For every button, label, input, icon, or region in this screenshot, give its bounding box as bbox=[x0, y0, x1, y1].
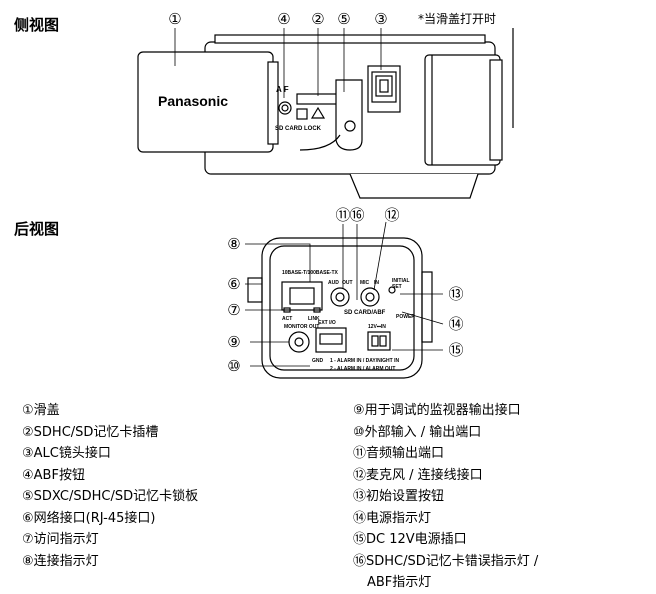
callout-11: ⑪ bbox=[335, 207, 350, 224]
out-label: OUT bbox=[342, 280, 353, 286]
gnd-label: GND bbox=[312, 358, 324, 364]
callout-15: ⑮ bbox=[448, 342, 463, 359]
sd-lock-label: SD CARD LOCK bbox=[275, 126, 322, 132]
initial-label: INITIAL bbox=[392, 278, 410, 284]
legend-item: ⑧连接指示灯 bbox=[22, 553, 99, 569]
callout-14: ⑭ bbox=[448, 316, 463, 333]
set-label: SET bbox=[392, 284, 402, 290]
alarm-label: 1 - ALARM IN / DAY/NIGHT IN bbox=[330, 358, 399, 364]
alarm2-label: 2 - ALARM IN / ALARM OUT bbox=[330, 366, 395, 372]
dc-label: 12V⎓IN bbox=[368, 324, 386, 330]
callout-3: ③ bbox=[374, 11, 387, 28]
legend-item: ③ALC镜头接口 bbox=[22, 446, 111, 461]
callout-4: ④ bbox=[277, 11, 290, 28]
legend-item: ①滑盖 bbox=[22, 403, 60, 418]
legend-item: ⑨用于调试的监视器输出接口 bbox=[353, 403, 521, 418]
legend-item: ⑩外部输入 / 输出端口 bbox=[353, 424, 482, 440]
legend-left: ①滑盖 ②SDHC/SD记忆卡插槽 ③ALC镜头接口 ④ABF按钮 ⑤SDXC/… bbox=[22, 400, 198, 572]
power-label: POWER bbox=[396, 314, 415, 320]
side-view-diagram: Panasonic A F SD CARD LOCK ① ④ ② ⑤ ③ bbox=[137, 11, 514, 199]
legend-item: ⑫麦克风 / 连接线接口 bbox=[353, 467, 483, 483]
callout-16: ⑯ bbox=[349, 207, 364, 224]
in-label: IN bbox=[374, 280, 379, 286]
legend-item: ⑤SDXC/SDHC/SD记忆卡锁板 bbox=[22, 489, 199, 504]
link-label: LINK bbox=[308, 316, 320, 322]
callout-7: ⑦ bbox=[227, 302, 240, 319]
legend-item: ⑥网络接口(RJ-45接口) bbox=[22, 510, 156, 526]
legend-item: ⑮DC 12V电源插口 bbox=[353, 532, 467, 547]
ext-label: EXT I/O bbox=[318, 320, 336, 326]
brand-logo: Panasonic bbox=[158, 93, 228, 109]
callout-9: ⑨ bbox=[227, 334, 240, 351]
callout-5: ⑤ bbox=[337, 11, 350, 28]
legend-right: ⑨用于调试的监视器输出接口 ⑩外部输入 / 输出端口 ⑪音频输出端口 ⑫麦克风 … bbox=[353, 400, 538, 594]
callout-2: ② bbox=[311, 11, 324, 28]
act-label: ACT bbox=[282, 316, 292, 322]
sd-abf-label: SD CARD/ABF bbox=[344, 310, 386, 316]
callout-13: ⑬ bbox=[448, 286, 463, 303]
legend-item: ABF指示灯 bbox=[367, 575, 432, 590]
legend-item: ⑦访问指示灯 bbox=[22, 532, 99, 547]
callout-6: ⑥ bbox=[227, 276, 240, 293]
open-cover-note: *当滑盖打开时 bbox=[418, 12, 497, 26]
legend-item: ④ABF按钮 bbox=[22, 467, 85, 483]
legend-item: ⑭电源指示灯 bbox=[353, 510, 432, 526]
legend-item: ②SDHC/SD记忆卡插槽 bbox=[22, 424, 159, 440]
legend-item: ⑬初始设置按钮 bbox=[353, 489, 445, 504]
rear-view-title: 后视图 bbox=[14, 220, 60, 238]
mic-label: MIC bbox=[360, 280, 370, 286]
monitor-out-label: MONITOR OUT bbox=[284, 324, 319, 330]
rear-view-diagram: 10BASE-T/100BASE-TX ACT LINK AUD OUT MIC… bbox=[227, 207, 464, 379]
callout-1: ① bbox=[168, 11, 181, 28]
callout-10: ⑩ bbox=[227, 358, 240, 375]
callout-8: ⑧ bbox=[227, 236, 240, 253]
legend-item: ⑪音频输出端口 bbox=[353, 446, 445, 461]
callout-12: ⑫ bbox=[384, 207, 399, 224]
legend-item: ⑯SDHC/SD记忆卡错误指示灯 / bbox=[353, 553, 539, 569]
side-view-title: 侧视图 bbox=[14, 16, 60, 34]
aud-label: AUD bbox=[328, 280, 339, 286]
af-mark: A F bbox=[276, 85, 289, 94]
